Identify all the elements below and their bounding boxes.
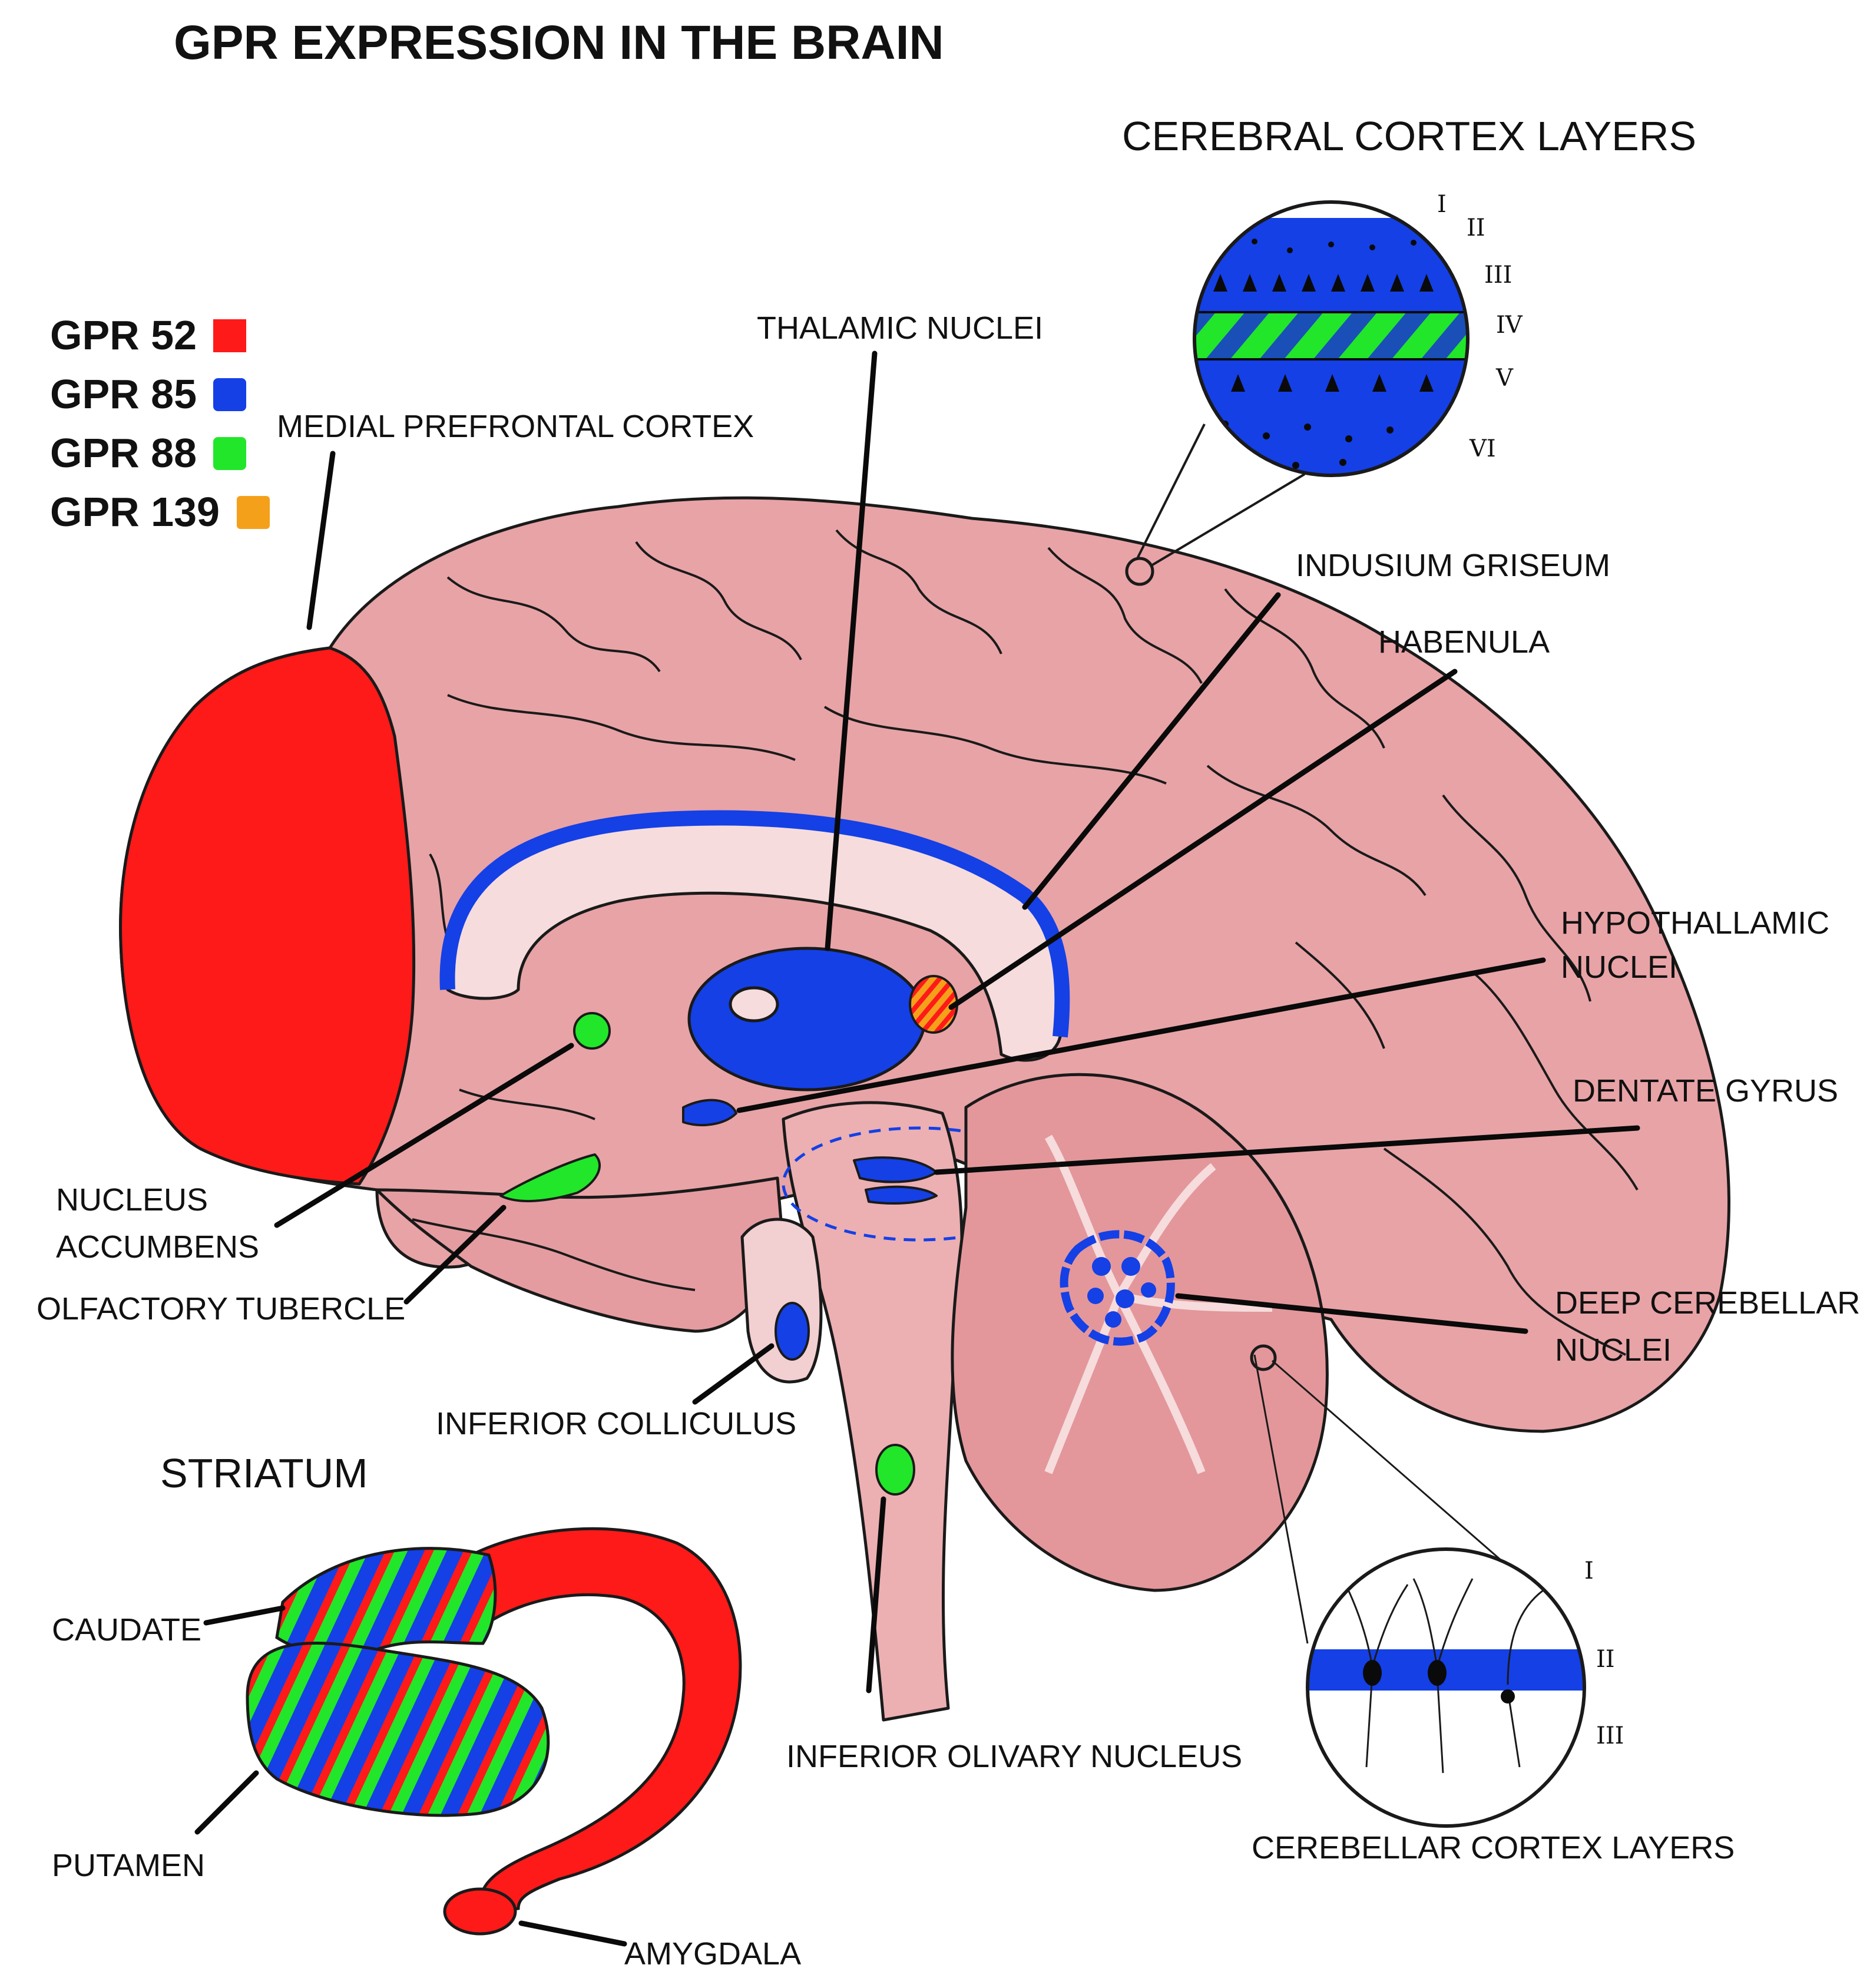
medial-prefrontal-cortex-region (119, 646, 416, 1186)
legend-swatch-gpr85 (213, 378, 246, 411)
cortex-sample-marker (1125, 557, 1154, 586)
legend: GPR 52 GPR 85 GPR 88 GPR 139 (50, 312, 270, 535)
cerebellar-zoom-circle (1306, 1547, 1586, 1828)
caudate-region (275, 1547, 497, 1656)
legend-swatch-gpr88 (213, 437, 246, 470)
inferior-olivary-nucleus-region (875, 1444, 915, 1496)
hypothalamic-nuclei-label-line1: HYPOTHALLAMIC (1561, 905, 1829, 941)
legend-swatch-gpr52 (213, 319, 246, 352)
deep-cerebellar-nuclei-region (1087, 1257, 1156, 1328)
indusium-griseum-label: INDUSIUM GRISEUM (1296, 548, 1610, 583)
brain-sagittal-section (119, 496, 1730, 1722)
hypothalamic-nuclei-region (682, 1099, 737, 1126)
cerebellar-layer-3: III (1596, 1722, 1624, 1749)
cortex-layer-3: III (1484, 262, 1512, 289)
cortex-layer-6: VI (1469, 435, 1496, 462)
deep-cerebellar-nuclei-label-line1: DEEP CEREBELLAR (1555, 1285, 1860, 1321)
hypothalamic-nuclei-label-line2: NUCLEI (1561, 950, 1677, 985)
olfactory-tubercle-label: OLFACTORY TUBERCLE (37, 1291, 405, 1327)
dentate-gyrus-label: DENTATE GYRUS (1573, 1073, 1838, 1109)
indusium-griseum-region (439, 810, 1070, 1038)
cortex-layer-2: II (1467, 214, 1485, 242)
cortex-layer-5: V (1495, 365, 1514, 392)
cortex-zoom-circle (1193, 200, 1470, 477)
legend-label-gpr85: GPR 85 (50, 371, 197, 417)
cortex-layer-4: IV (1496, 312, 1523, 339)
habenula-region (909, 975, 958, 1034)
leader-lines (194, 350, 1640, 1947)
caudate-label: CAUDATE (52, 1612, 201, 1648)
cerebral-cortex-zoom: I II III IV V VI (1136, 191, 1523, 567)
putamen-label: PUTAMEN (52, 1848, 205, 1883)
olfactory-tubercle-region (499, 1153, 601, 1203)
inferior-olivary-nucleus-label: INFERIOR OLIVARY NUCLEUS (786, 1739, 1242, 1774)
legend-swatch-gpr139 (237, 496, 270, 529)
habenula-label: HABENULA (1378, 624, 1550, 660)
legend-label-gpr139: GPR 139 (50, 489, 220, 535)
striatum-illustration (246, 1527, 742, 1936)
brainstem (782, 1101, 964, 1722)
thalamus-adhesion (729, 986, 779, 1023)
dentate-gyrus-region-2 (865, 1185, 938, 1205)
thalamic-nuclei-region (687, 947, 926, 1091)
cerebellar-cortex-layers-label: CEREBELLAR CORTEX LAYERS (1252, 1830, 1735, 1865)
medial-prefrontal-cortex-label: MEDIAL PREFRONTAL CORTEX (277, 409, 754, 444)
amygdala-region (443, 1887, 517, 1936)
cortex-neurons (1213, 239, 1435, 469)
cortex-gyri (412, 529, 1639, 1356)
putamen-region (246, 1642, 550, 1817)
deep-cerebellar-nuclei-ring (1060, 1230, 1175, 1346)
legend-label-gpr88: GPR 88 (50, 430, 197, 476)
cerebral-cortex-layers-label: CEREBRAL CORTEX LAYERS (1122, 113, 1696, 159)
thalamic-nuclei-label: THALAMIC NUCLEI (757, 310, 1043, 346)
caudate-tail-amygdala (469, 1527, 742, 1916)
cerebellar-cortex-zoom: I II III (1253, 1354, 1624, 1828)
amygdala-label: AMYGDALA (624, 1936, 801, 1972)
inferior-colliculus-region (775, 1302, 810, 1361)
cerebellar-layer-1: I (1584, 1557, 1594, 1585)
nucleus-accumbens-label-line2: ACCUMBENS (56, 1229, 259, 1265)
legend-label-gpr52: GPR 52 (50, 312, 197, 358)
cortex-layer-1: I (1437, 191, 1447, 218)
deep-cerebellar-nuclei-label-line2: NUCLEI (1555, 1332, 1672, 1368)
nucleus-accumbens-region (573, 1012, 611, 1050)
striatum-label: STRIATUM (160, 1450, 368, 1496)
nucleus-accumbens-label-line1: NUCLEUS (56, 1182, 208, 1218)
cerebellum-sample-marker (1250, 1344, 1277, 1371)
cerebellar-layer-2: II (1596, 1646, 1615, 1673)
inferior-colliculus-label: INFERIOR COLLICULUS (436, 1406, 796, 1441)
diagram-title: GPR EXPRESSION IN THE BRAIN (174, 16, 944, 70)
